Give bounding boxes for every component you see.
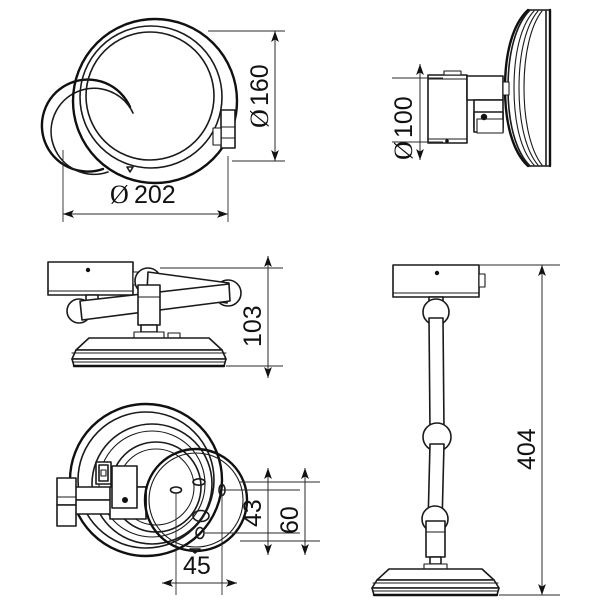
dimension-length-404: 404 xyxy=(479,264,560,596)
rear-view-mounting-plate xyxy=(143,447,249,554)
rear-view-arm xyxy=(56,465,147,527)
front-view-rear-disc xyxy=(40,78,134,176)
dimension-length-404-value: 404 xyxy=(513,428,541,470)
dimension-height-43: 43 xyxy=(205,468,300,555)
dimension-diameter-202: Ø 202 xyxy=(62,150,229,222)
folded-view-mirror-head xyxy=(47,261,140,296)
extended-view-base xyxy=(371,568,500,597)
side-view-swivel-block xyxy=(466,75,510,134)
folded-view-arm xyxy=(66,267,242,326)
dimension-height-43-value: 43 xyxy=(239,499,267,527)
front-view-rear-disc-tab xyxy=(126,166,134,173)
dimension-diameter-202-symbol: Ø xyxy=(110,180,129,209)
dimension-height-60-value: 60 xyxy=(276,506,304,534)
extended-view-mirror-head xyxy=(392,264,486,298)
dimension-height-103-value: 103 xyxy=(239,305,267,347)
side-view: Ø 100 xyxy=(389,8,552,168)
side-view-mirror-profile xyxy=(503,8,552,168)
front-view-bezel xyxy=(79,25,223,169)
dimension-width-45-value: 45 xyxy=(183,552,211,580)
rear-view-switch xyxy=(95,461,112,485)
dimension-diameter-160-value: 160 xyxy=(246,64,274,106)
front-view-mirror-glass xyxy=(85,31,215,161)
dimension-diameter-160-symbol: Ø xyxy=(245,109,274,128)
dimension-height-60: 60 xyxy=(240,468,320,555)
rear-view-rings xyxy=(68,402,224,558)
rear-view: 43 60 45 xyxy=(56,402,320,595)
front-view: Ø 160 Ø 202 xyxy=(40,17,285,222)
mounting-slot-upper-centre xyxy=(192,477,206,486)
dimension-diameter-100-value: 100 xyxy=(390,96,418,138)
folded-side-view: 103 xyxy=(47,256,283,378)
mounting-slot-upper-left xyxy=(169,486,183,494)
extended-view-upper-tube xyxy=(428,317,445,431)
dimension-diameter-100: Ø 100 xyxy=(389,64,443,160)
dimension-height-103: 103 xyxy=(160,256,283,378)
front-view-outer-rim xyxy=(71,17,239,185)
mounting-slot-centre xyxy=(192,509,210,523)
extended-view-base-post xyxy=(423,520,448,570)
extended-side-view: 404 xyxy=(371,264,560,597)
dimension-width-45: 45 xyxy=(162,493,237,595)
dimension-diameter-160: Ø 160 xyxy=(208,30,285,162)
front-view-swivel-bracket xyxy=(212,109,236,149)
dimension-diameter-100-symbol: Ø xyxy=(389,141,418,160)
side-view-wall-plate xyxy=(427,70,468,144)
folded-view-base xyxy=(71,324,227,368)
dimension-diameter-202-value: 202 xyxy=(134,181,176,209)
mounting-slot-lower xyxy=(195,526,205,540)
